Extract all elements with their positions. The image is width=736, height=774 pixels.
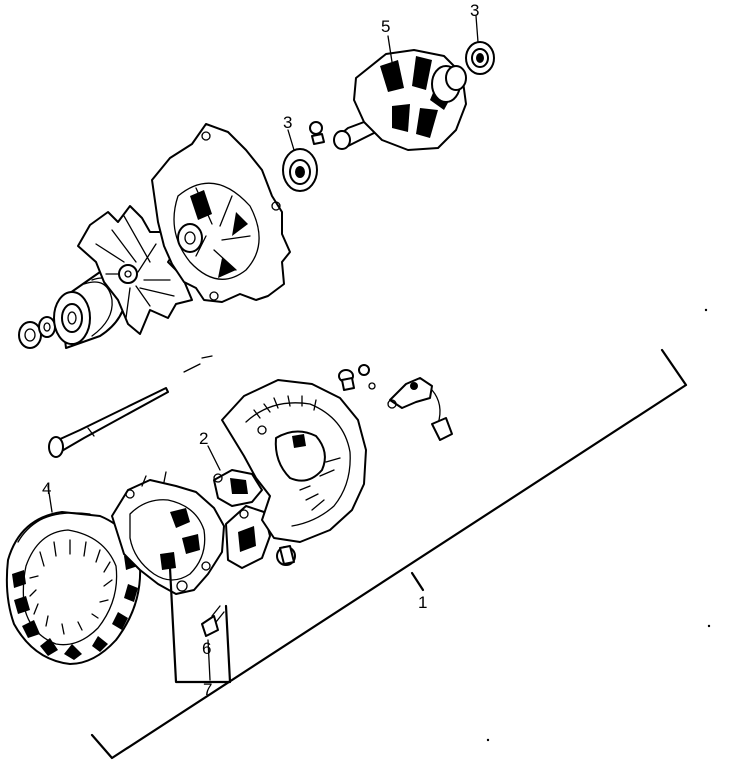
callout-4: 4 [42,479,51,498]
assembly-bracket [90,348,688,760]
terminal-hardware [338,364,433,409]
callout-5: 5 [381,17,390,36]
rotor [333,35,467,151]
retainer-screw [309,121,325,145]
rear-housing [221,379,367,543]
callout-6: 6 [202,639,211,658]
callout-3-front-bearing: 3 [283,113,292,132]
drive-end-frame [151,123,291,303]
stator [5,511,142,665]
wire-connector [431,389,453,441]
rectifier-assembly [111,471,225,595]
front-bearing [282,129,318,192]
callout-1: 1 [418,593,427,612]
regulator [207,445,263,507]
brush-kit [201,605,225,637]
sub-assembly-bracket [168,566,232,684]
leader-lines [47,485,53,513]
bushing [276,545,296,566]
callout-2: 2 [199,429,208,448]
brush-holder [225,505,271,569]
callout-7: 7 [203,680,212,699]
rear-bearing [465,15,495,75]
callout-3-rear-bearing: 3 [470,1,479,20]
through-bolt [48,355,213,458]
